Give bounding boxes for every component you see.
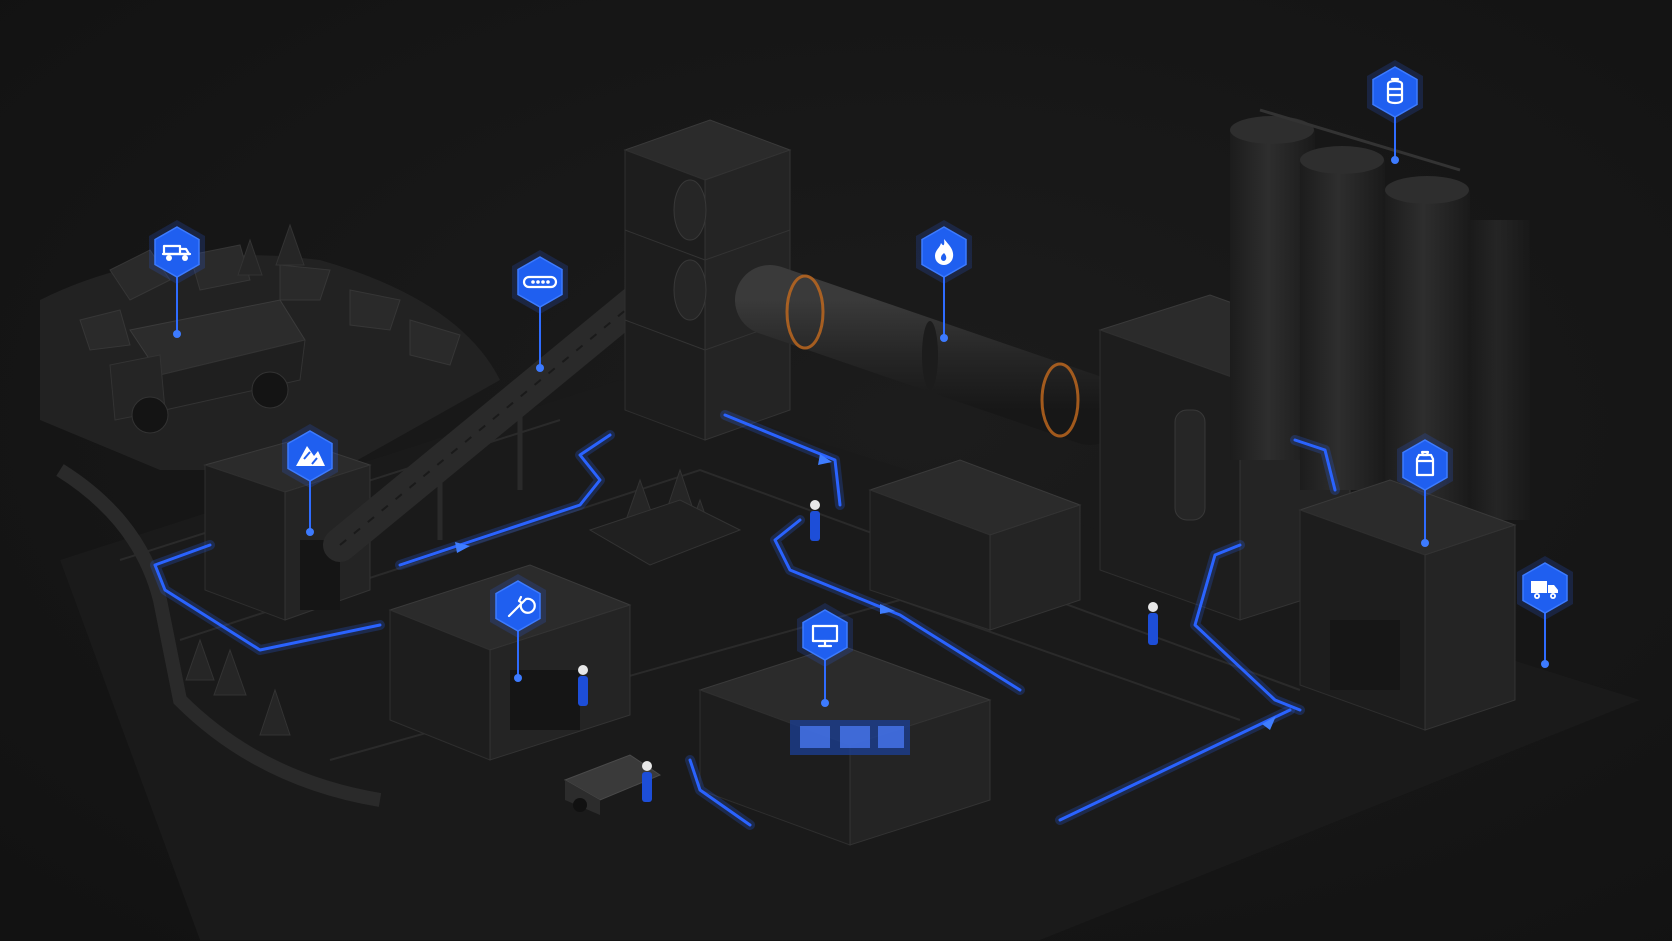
raw-material-pile-icon <box>296 446 325 466</box>
conveyor-belt-icon <box>522 275 558 289</box>
service-van <box>563 754 662 815</box>
worker <box>810 500 820 541</box>
pin-dispatch[interactable] <box>1517 556 1573 668</box>
packing-plant <box>1298 479 1517 731</box>
rotary-kiln <box>735 265 1125 445</box>
pin-hexagon <box>802 609 848 661</box>
pin-crusher[interactable] <box>282 424 338 536</box>
pin-hexagon <box>1372 66 1418 118</box>
monitor-icon <box>811 624 839 648</box>
silo-tank-icon <box>1386 77 1404 105</box>
material-flow-lines <box>150 410 1340 830</box>
pin-anchor-dot <box>940 334 948 342</box>
map-pins <box>149 60 1573 707</box>
dump-truck-icon <box>161 244 192 261</box>
pin-anchor-dot <box>536 364 544 372</box>
clinker-cooler <box>868 459 1082 631</box>
pin-anchor-dot <box>821 699 829 707</box>
pin-anchor-dot <box>1541 660 1549 668</box>
pin-hexagon <box>1402 439 1448 491</box>
pin-anchor-dot <box>514 674 522 682</box>
worker <box>1148 602 1158 645</box>
pin-hexagon <box>154 226 200 278</box>
delivery-truck-icon <box>1531 581 1558 599</box>
pin-maintenance[interactable] <box>490 574 546 682</box>
pin-anchor-dot <box>1391 156 1399 164</box>
pin-anchor-dot <box>1421 539 1429 547</box>
pin-hexagon <box>517 256 563 308</box>
worker <box>578 665 588 706</box>
flame-icon <box>935 239 954 265</box>
tree-planter <box>588 499 742 566</box>
flow-arrow <box>880 604 895 614</box>
pin-kiln[interactable] <box>916 220 972 342</box>
pin-packing[interactable] <box>1397 433 1453 547</box>
dump-truck <box>109 299 306 434</box>
control-room <box>698 644 992 846</box>
silos <box>1230 108 1530 520</box>
pin-conveyor[interactable] <box>512 250 568 372</box>
flow-arrow <box>818 454 832 465</box>
worker <box>642 761 652 802</box>
pin-anchor-dot <box>306 528 314 536</box>
pin-anchor-dot <box>173 330 181 338</box>
pin-control-room[interactable] <box>797 603 853 707</box>
pin-silo-storage[interactable] <box>1367 60 1423 164</box>
flow-arrow <box>455 542 470 553</box>
wrench-icon <box>507 595 536 618</box>
cement-bag-icon <box>1415 450 1435 477</box>
flow-arrow <box>1262 716 1276 730</box>
conveyor-belt <box>323 273 667 562</box>
pin-quarry[interactable] <box>149 220 205 338</box>
workers <box>578 500 1158 802</box>
